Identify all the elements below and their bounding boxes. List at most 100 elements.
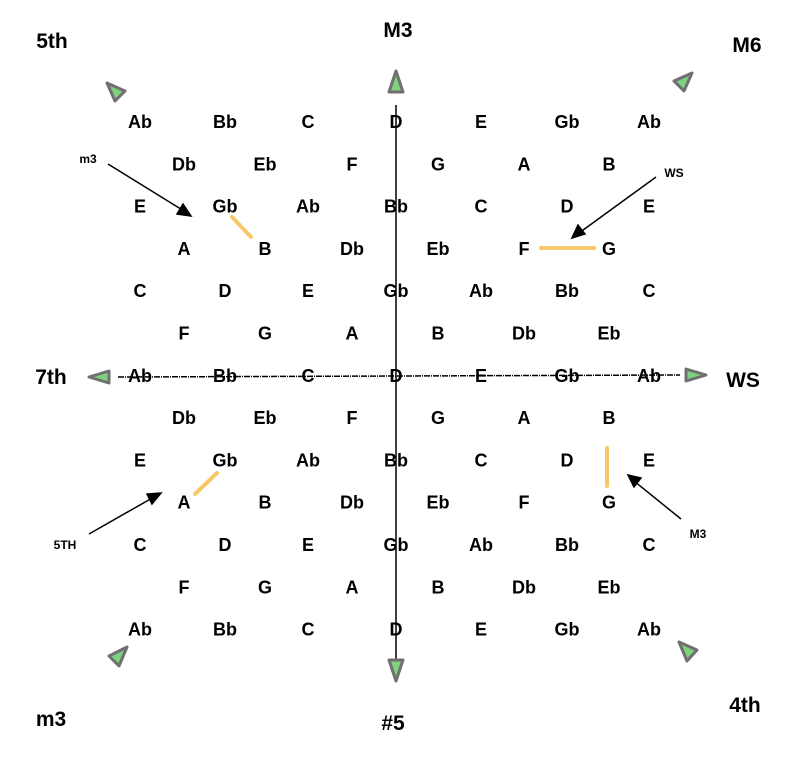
note-label: Ab [128, 112, 152, 132]
note-label: F [347, 154, 358, 174]
note-label: Ab [637, 366, 661, 386]
note-label: Eb [597, 324, 620, 344]
note-label: C [643, 535, 656, 555]
note-label: Gb [213, 197, 238, 217]
note-label: Bb [213, 112, 237, 132]
note-label: C [475, 197, 488, 217]
note-label: A [518, 154, 531, 174]
highlight-gb-b [230, 215, 253, 239]
note-label: C [302, 366, 315, 386]
note-label: G [602, 239, 616, 259]
note-label: A [178, 493, 191, 513]
callout-label-upper-right: WS [664, 166, 683, 180]
note-label: D [561, 197, 574, 217]
note-label: F [519, 493, 530, 513]
callout-label-lower-right: M3 [690, 527, 707, 541]
note-label: D [390, 112, 403, 132]
arrowhead-bottom-left-icon [107, 645, 129, 668]
note-label: D [390, 366, 403, 386]
arrowhead-bottom-icon [387, 658, 405, 683]
note-label: Gb [555, 112, 580, 132]
arrowhead-bottom-right-icon [677, 640, 699, 663]
note-label: A [178, 239, 191, 259]
note-label: C [643, 281, 656, 301]
note-label: Bb [555, 535, 579, 555]
note-label: E [475, 620, 487, 640]
note-label: Gb [213, 450, 238, 470]
note-label: F [347, 408, 358, 428]
note-label: E [475, 112, 487, 132]
note-label: E [302, 535, 314, 555]
note-label: B [259, 239, 272, 259]
note-label: Ab [469, 281, 493, 301]
note-label: Bb [213, 366, 237, 386]
note-label: B [259, 493, 272, 513]
note-label: Bb [213, 620, 237, 640]
direction-label-bottom: #5 [381, 712, 405, 735]
note-label: B [603, 408, 616, 428]
note-label: Db [512, 324, 536, 344]
arrowhead-upper-right [570, 223, 587, 240]
note-label: Db [172, 154, 196, 174]
note-label: Gb [555, 366, 580, 386]
direction-label-top: M3 [383, 19, 412, 42]
note-label: C [134, 535, 147, 555]
note-label: G [602, 493, 616, 513]
note-label: Ab [637, 112, 661, 132]
note-label: C [302, 620, 315, 640]
note-label: Gb [384, 535, 409, 555]
note-label: A [518, 408, 531, 428]
direction-label-top-right: M6 [732, 34, 761, 57]
callout-arrow-upper-left [107, 163, 185, 212]
note-label: G [431, 408, 445, 428]
note-label: E [302, 281, 314, 301]
note-label: E [134, 450, 146, 470]
note-label: E [643, 450, 655, 470]
callout-arrow-lower-right [633, 480, 682, 520]
note-label: G [258, 577, 272, 597]
arrowhead-top-right-icon [672, 71, 694, 93]
direction-label-top-left: 5th [36, 30, 68, 53]
note-label: B [432, 577, 445, 597]
note-label: D [219, 281, 232, 301]
note-label: Eb [426, 493, 449, 513]
note-label: Db [340, 493, 364, 513]
note-label: Db [512, 577, 536, 597]
note-label: D [219, 535, 232, 555]
arrowhead-lower-left [145, 492, 163, 506]
note-label: D [390, 620, 403, 640]
note-label: G [258, 324, 272, 344]
note-label: Bb [384, 197, 408, 217]
note-label: Ab [469, 535, 493, 555]
callout-arrow-upper-right [578, 176, 657, 234]
horizontal-axis [117, 374, 681, 378]
note-label: F [179, 324, 190, 344]
note-label: Gb [555, 620, 580, 640]
highlight-gb-a [193, 471, 219, 496]
callout-label-upper-left: m3 [79, 152, 97, 166]
note-label: Eb [426, 239, 449, 259]
note-label: Gb [384, 281, 409, 301]
note-label: C [475, 450, 488, 470]
note-label: D [561, 450, 574, 470]
note-label: C [302, 112, 315, 132]
arrowhead-top-icon [387, 69, 405, 94]
note-label: Bb [555, 281, 579, 301]
note-label: Ab [128, 366, 152, 386]
direction-label-left: 7th [35, 366, 67, 389]
note-label: Eb [597, 577, 620, 597]
note-label: B [432, 324, 445, 344]
note-label: G [431, 154, 445, 174]
direction-label-right: WS [726, 369, 760, 392]
note-label: Ab [637, 620, 661, 640]
direction-label-bottom-left: m3 [36, 708, 66, 731]
note-label: Ab [128, 620, 152, 640]
note-label: Bb [384, 450, 408, 470]
note-label: Ab [296, 197, 320, 217]
note-label: Db [172, 408, 196, 428]
arrowhead-top-left-icon [105, 81, 127, 103]
arrowhead-upper-left [175, 202, 193, 217]
note-label: E [643, 197, 655, 217]
